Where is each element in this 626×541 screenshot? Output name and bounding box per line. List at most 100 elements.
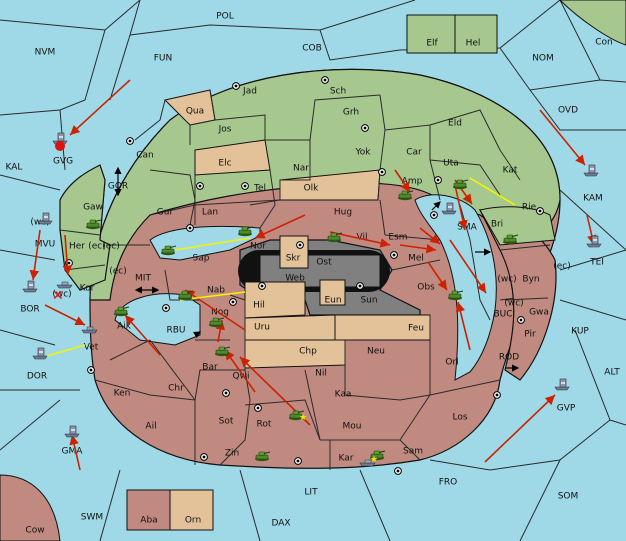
label-rod: ROD: [499, 353, 519, 363]
north-lagoon: [149, 225, 261, 261]
label-eun: Eun: [324, 296, 341, 306]
label-kor: Kor: [80, 284, 95, 294]
label-hug: Hug: [334, 208, 352, 218]
label-aik: Aik: [117, 322, 132, 332]
label-uta: Uta: [443, 159, 459, 169]
label-vet: Vet: [84, 343, 99, 353]
label-skr: Skr: [286, 254, 301, 264]
label-fun: FUN: [154, 54, 173, 64]
label-elf: Elf: [426, 39, 438, 49]
label-gma: GMA: [62, 447, 84, 457]
label-fro: FRO: [439, 478, 458, 488]
label-pir: Pir: [524, 330, 536, 340]
label-aba: Aba: [140, 516, 157, 526]
label-dor: DOR: [27, 372, 47, 382]
label-gaw: Gaw: [83, 203, 103, 213]
label-alt: ALT: [604, 368, 620, 378]
label-grh: Grh: [343, 108, 359, 118]
label-ec2: (ec): [102, 242, 120, 252]
label-los: Los: [452, 413, 467, 423]
label-hel: Hel: [466, 39, 481, 49]
label-sch: Sch: [330, 87, 346, 97]
chp-neutral: [244, 339, 346, 369]
label-swm: SWM: [81, 513, 103, 523]
label-jos: Jos: [218, 125, 232, 135]
label-esm: Esm: [388, 233, 407, 243]
label-som: SOM: [558, 492, 579, 502]
orders: [29, 79, 597, 471]
label-gur: Gur: [157, 208, 174, 218]
province-borders: [59, 89, 521, 246]
label-neu: Neu: [367, 347, 385, 357]
label-kam: KAM: [583, 194, 603, 204]
label-ec1: (ec): [88, 242, 106, 252]
label-bor: BOR: [20, 305, 39, 315]
label-gvp: GVP: [557, 404, 576, 414]
label-kal: KAL: [6, 163, 23, 173]
province-labels: POL NVM FUN COB Elf Hel Con NOM OVD KAL …: [6, 12, 621, 536]
label-lan: Lan: [202, 208, 218, 218]
label-uru: Uru: [254, 323, 270, 333]
label-cow: Cow: [25, 526, 44, 536]
label-lit: LIT: [304, 488, 318, 498]
label-vil: Vil: [357, 233, 368, 243]
label-zin: Zin: [225, 449, 239, 459]
label-sun: Sun: [360, 296, 377, 306]
label-con: Con: [595, 38, 613, 48]
label-ec3: (ec): [109, 267, 127, 277]
label-mit: MIT: [135, 274, 151, 284]
label-feu: Feu: [408, 324, 424, 334]
label-bri: Bri: [491, 220, 503, 230]
label-rie: Rie: [522, 203, 537, 213]
label-mvu: MVU: [35, 240, 56, 250]
label-sam: Sam: [403, 447, 423, 457]
label-orn: Orn: [185, 516, 201, 526]
label-tei: TEI: [589, 258, 604, 268]
label-amp: Amp: [402, 177, 423, 187]
label-nom: NOM: [532, 54, 554, 64]
label-gwa: Gwa: [529, 308, 549, 318]
label-qua: Qua: [186, 107, 204, 117]
label-hil: Hil: [253, 301, 265, 311]
label-ovd: OVD: [558, 106, 578, 116]
label-olk: Olk: [304, 184, 320, 194]
label-orl: Orl: [445, 358, 458, 368]
dislodged-marker-icon: [55, 141, 65, 151]
star-icon: ★: [299, 413, 307, 423]
label-rot: Rot: [257, 420, 272, 430]
label-chr: Chr: [168, 384, 184, 394]
label-cob: COB: [302, 44, 322, 54]
label-bar: Bar: [202, 363, 218, 373]
label-pol: POL: [216, 12, 234, 22]
label-dax: DAX: [271, 519, 290, 529]
label-sot: Sot: [219, 417, 234, 427]
label-mel: Mel: [408, 254, 424, 264]
label-eld: Eld: [448, 119, 462, 129]
label-chp: Chp: [299, 347, 317, 357]
label-nar: Nar: [293, 164, 309, 174]
rie-area: [479, 206, 556, 246]
label-nab: Nab: [207, 286, 225, 296]
label-wc2: (wc): [52, 290, 71, 300]
label-sma: SMA: [457, 223, 477, 233]
label-kar: Kar: [339, 454, 354, 464]
label-yok: Yok: [354, 148, 371, 158]
label-ken: Ken: [114, 389, 131, 399]
cancel-mark-icon: ✕: [52, 288, 64, 304]
west-peninsula: [59, 164, 111, 291]
label-ost: Ost: [316, 258, 332, 268]
label-can: Can: [136, 151, 154, 161]
label-ec4: (ec): [553, 262, 571, 272]
label-qwi: Qwi: [233, 372, 250, 382]
label-gvg: GVG: [53, 157, 73, 167]
label-byn: Byn: [522, 275, 539, 285]
east-lagoon: [414, 194, 497, 381]
label-web: Web: [285, 274, 305, 284]
eun-neutral: [319, 279, 346, 306]
label-buc: BUC: [493, 310, 512, 320]
star-icon-2: ★: [370, 455, 378, 465]
elf-hel-island: [406, 14, 498, 54]
label-ail: Ail: [145, 422, 156, 432]
